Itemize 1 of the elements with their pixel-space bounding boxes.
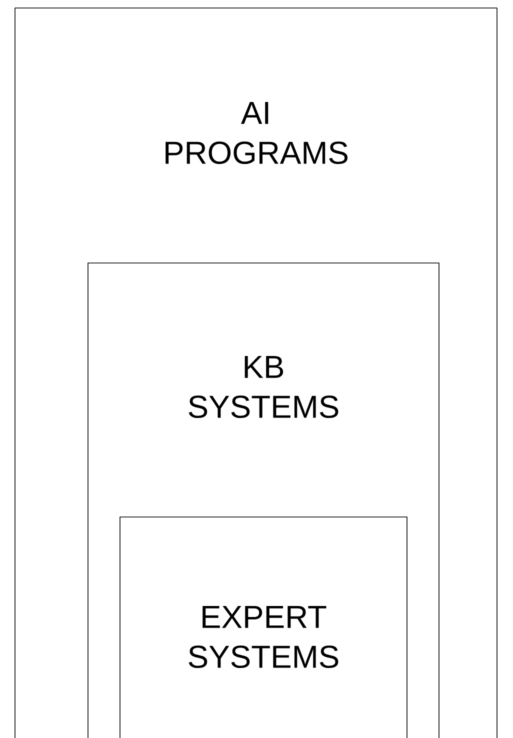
box: EXPERT SYSTEMS: [120, 516, 408, 738]
